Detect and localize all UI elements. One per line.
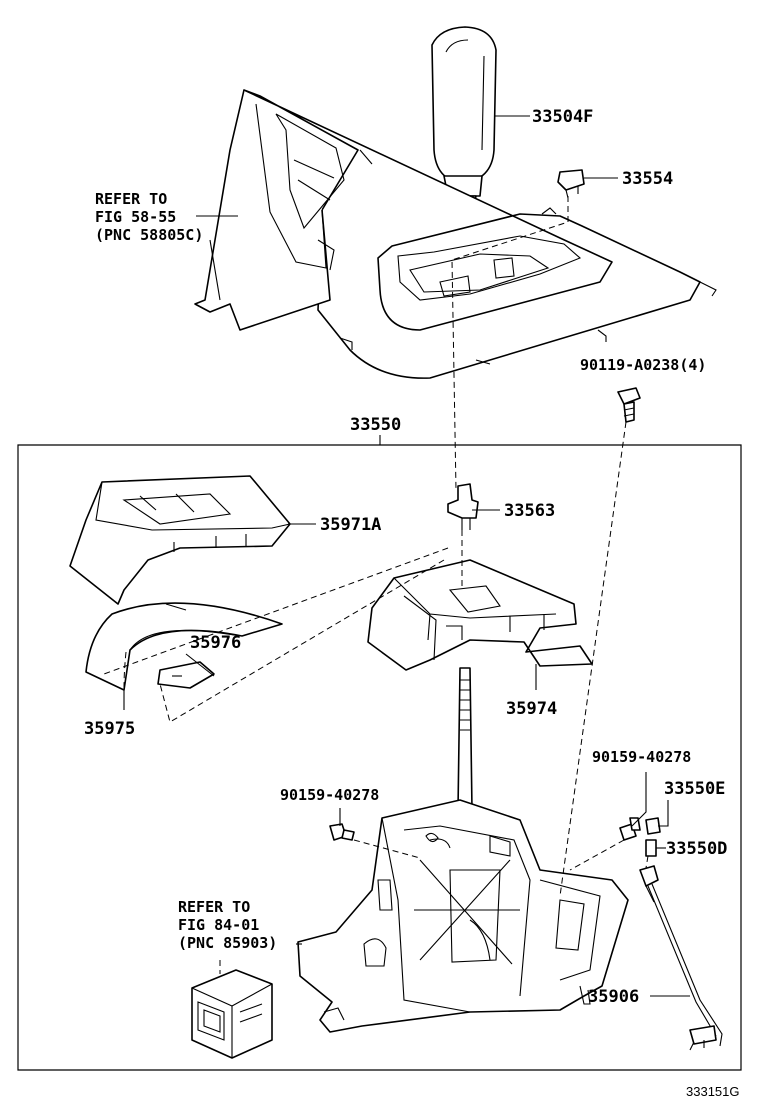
indicator-cover-35974[interactable] bbox=[367, 559, 593, 671]
slide-plate-35976[interactable] bbox=[85, 602, 283, 691]
ref-bottom-line3: (PNC 85903) bbox=[178, 934, 277, 952]
dashed-connectors bbox=[103, 196, 649, 974]
ref-bottom-line1: REFER TO bbox=[178, 898, 250, 916]
label-33550e: 33550E bbox=[664, 779, 725, 799]
label-90119-a0238: 90119-A0238(4) bbox=[580, 356, 706, 374]
label-33563: 33563 bbox=[504, 501, 555, 521]
ref-top-line2: FIG 58-55 bbox=[95, 208, 176, 226]
shift-knob[interactable] bbox=[431, 26, 497, 207]
shift-lever-rod[interactable] bbox=[457, 667, 473, 811]
plate-piece-35975[interactable] bbox=[157, 661, 215, 689]
cable-35906[interactable] bbox=[639, 865, 723, 1051]
clip-33554[interactable] bbox=[557, 169, 585, 199]
label-35906: 35906 bbox=[588, 987, 639, 1007]
label-90159-40278-left: 90159-40278 bbox=[280, 786, 379, 804]
label-33504f: 33504F bbox=[532, 107, 593, 127]
label-33550d: 33550D bbox=[666, 839, 727, 859]
label-35975: 35975 bbox=[84, 719, 135, 739]
label-35971a: 35971A bbox=[320, 515, 381, 535]
leader-lines bbox=[123, 115, 690, 997]
indicator-housing-35971a[interactable] bbox=[69, 475, 291, 605]
control-module[interactable] bbox=[191, 969, 273, 1059]
label-90159-40278-right: 90159-40278 bbox=[592, 748, 691, 766]
ref-top-line1: REFER TO bbox=[95, 190, 167, 208]
bolt-90119[interactable] bbox=[617, 387, 641, 423]
ref-bottom-line2: FIG 84-01 bbox=[178, 916, 259, 934]
label-33550: 33550 bbox=[350, 415, 401, 435]
illustration-code: 333151G bbox=[686, 1084, 740, 1099]
label-35974: 35974 bbox=[506, 699, 557, 719]
label-33554: 33554 bbox=[622, 169, 673, 189]
assembly-33550-box bbox=[17, 444, 742, 1071]
ref-top-line3: (PNC 58805C) bbox=[95, 226, 203, 244]
console-panel[interactable] bbox=[194, 89, 717, 379]
pin-33550e[interactable] bbox=[645, 817, 661, 835]
clip-33563[interactable] bbox=[447, 483, 479, 530]
bolt-90159-left[interactable] bbox=[329, 823, 355, 841]
shift-lever-base[interactable] bbox=[297, 799, 629, 1033]
label-35976: 35976 bbox=[190, 633, 241, 653]
pin-33550d[interactable] bbox=[645, 839, 657, 857]
